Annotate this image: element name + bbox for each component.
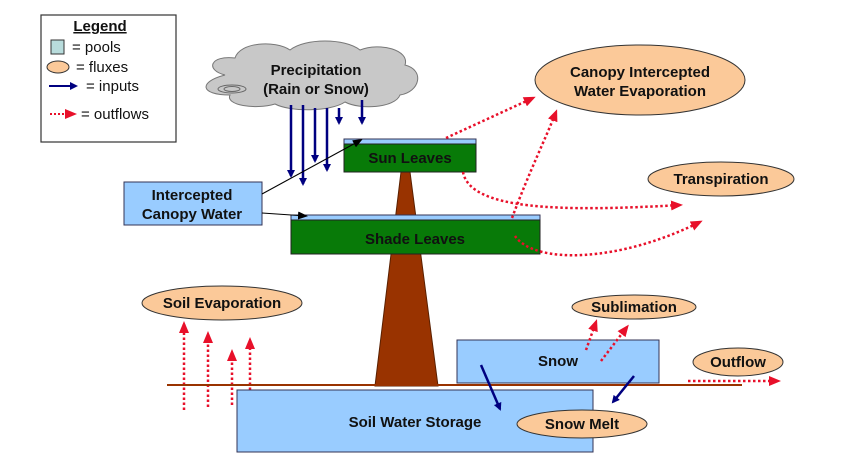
canopy-evaporation-flux: Canopy Intercepted Water Evaporation: [534, 44, 746, 116]
flux-swatch-icon: [46, 60, 70, 74]
soil-evaporation-flux: Soil Evaporation: [141, 285, 303, 321]
precipitation-input-arrows: [287, 100, 366, 186]
snow-to-soil-arrow: [479, 364, 502, 411]
sublimation-flux: Sublimation: [571, 294, 697, 320]
canopy-evaporation-label-1: Canopy Intercepted: [570, 64, 710, 81]
transpiration-label: Transpiration: [673, 171, 768, 188]
legend-fluxes: = fluxes: [76, 59, 128, 76]
snow-pool: Snow: [456, 339, 660, 384]
snow-label: Snow: [538, 353, 578, 370]
shade-leaves-label: Shade Leaves: [365, 231, 465, 248]
pool-swatch-icon: [50, 39, 65, 55]
legend-title: Legend: [73, 18, 126, 35]
tree-trunk: [374, 171, 439, 387]
intercept-arrow-shade: [261, 211, 308, 220]
shade-leaves-pool: Shade Leaves: [290, 214, 541, 255]
legend-pools: = pools: [72, 39, 121, 56]
soil-water-label: Soil Water Storage: [349, 414, 482, 431]
sun-leaves-label: Sun Leaves: [368, 150, 451, 167]
intercepted-label-1: Intercepted: [152, 187, 233, 204]
intercepted-label-2: Canopy Water: [142, 206, 242, 223]
legend-inputs: = inputs: [86, 78, 139, 95]
canopy-evaporation-label-2: Water Evaporation: [574, 83, 706, 100]
snow-melt-arrow: [611, 375, 635, 404]
sun-leaves-pool: Sun Leaves: [343, 138, 477, 173]
snow-melt-label: Snow Melt: [545, 416, 619, 433]
intercept-arrow-sun: [261, 139, 363, 195]
sublimation-label: Sublimation: [591, 299, 677, 316]
outflow-flux: Outflow: [692, 347, 784, 377]
legend-outflows: = outflows: [81, 106, 149, 123]
snow-melt-flux: Snow Melt: [516, 409, 648, 439]
precipitation-cloud: Precipitation (Rain or Snow): [205, 40, 418, 111]
legend: Legend = pools = fluxes = inputs = outfl…: [40, 14, 177, 143]
sublimation-arrows: [584, 319, 629, 362]
precipitation-label-2: (Rain or Snow): [263, 81, 369, 98]
intercepted-canopy-water-pool: Intercepted Canopy Water: [123, 181, 263, 226]
transpiration-flux: Transpiration: [647, 161, 795, 197]
canopy-outflow-arrows: [445, 96, 703, 257]
precipitation-label-1: Precipitation: [271, 62, 362, 79]
soil-evaporation-label: Soil Evaporation: [163, 295, 281, 312]
outflow-label: Outflow: [710, 354, 766, 371]
